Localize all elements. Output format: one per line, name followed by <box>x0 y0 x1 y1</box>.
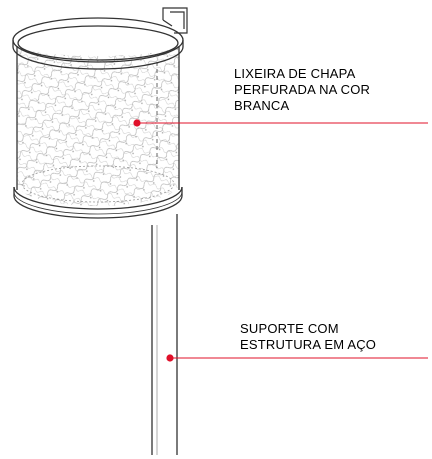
post-annotation: SUPORTE COM ESTRUTURA EM AÇO <box>240 321 376 353</box>
leader-dot-bin <box>133 119 141 127</box>
mounting-bracket <box>162 7 188 34</box>
top-rim <box>12 17 184 70</box>
bin-annotation-line-2: PERFURADA NA COR <box>234 82 371 97</box>
leader-line-post <box>166 354 428 362</box>
bin-annotation-line-1: LIXEIRA DE CHAPA <box>234 66 356 81</box>
bin-annotation-line-3: BRANCA <box>234 98 290 113</box>
leader-dot-post <box>166 354 174 362</box>
post-annotation-line-1: SUPORTE COM <box>240 321 339 336</box>
post-annotation-line-2: ESTRUTURA EM AÇO <box>240 337 377 352</box>
support-post <box>151 214 178 455</box>
leader-line-bin <box>133 119 428 127</box>
perforated-bin-body <box>16 44 180 206</box>
bottom-rim <box>13 186 183 219</box>
bin-annotation: LIXEIRA DE CHAPA PERFURADA NA COR BRANCA <box>234 66 370 114</box>
